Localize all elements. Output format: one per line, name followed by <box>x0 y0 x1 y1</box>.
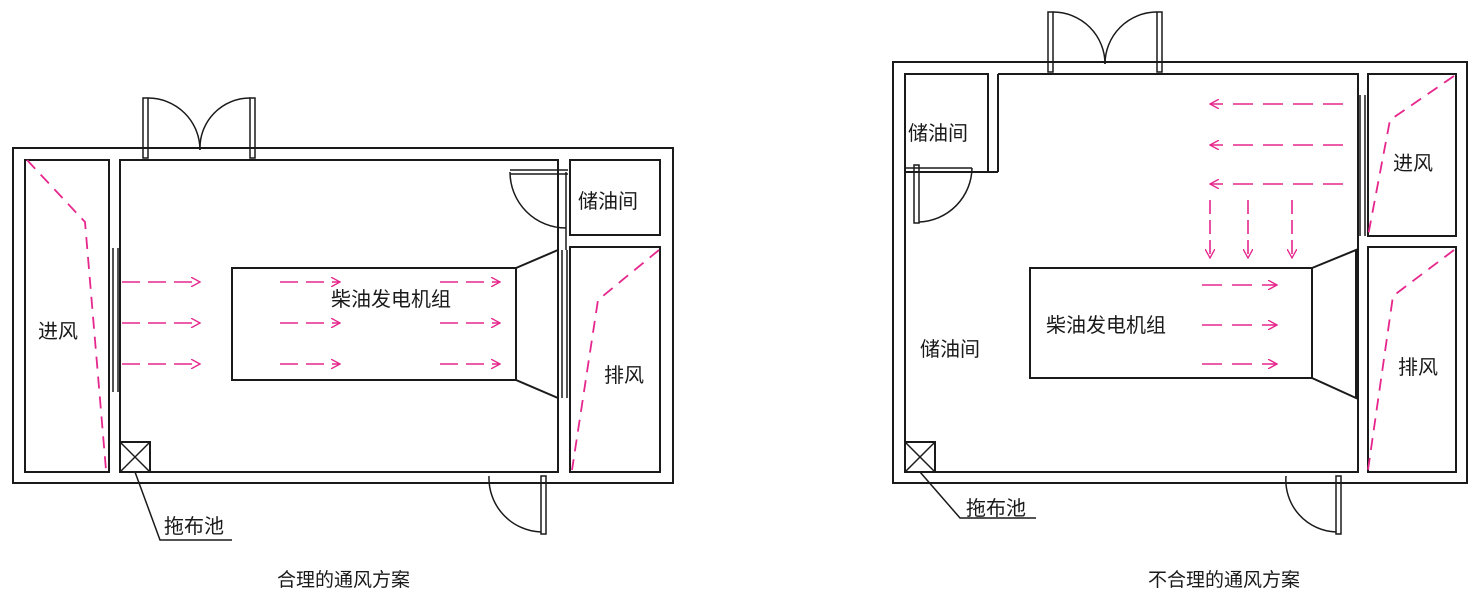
intake-shaft <box>1367 73 1457 237</box>
exhaust-flow-line <box>571 249 660 471</box>
exhaust-label: 排风 <box>1398 355 1438 379</box>
mop-sink <box>904 441 1036 519</box>
generator-body <box>1029 267 1313 379</box>
exhaust-flow-line <box>1367 249 1455 471</box>
exhaust-label: 排风 <box>604 363 644 387</box>
bottom-door <box>488 475 547 535</box>
generator-radiator <box>1311 248 1357 400</box>
oil-room-top-label: 储油间 <box>908 121 968 145</box>
machine-room-wall <box>119 159 559 473</box>
machine-room-wall <box>904 73 1359 473</box>
oil-room <box>569 159 661 236</box>
bottom-door <box>1285 475 1342 535</box>
oil-room-label: 储油间 <box>578 189 638 213</box>
intake-label: 进风 <box>1393 151 1433 175</box>
exhaust-shaft <box>1367 246 1457 473</box>
double-door <box>1047 11 1163 73</box>
outer-wall <box>892 61 1468 484</box>
double-door <box>142 97 256 159</box>
intake-shaft <box>24 159 110 473</box>
oil-room-main-label: 储油间 <box>920 337 980 361</box>
oil-room-door <box>905 164 973 224</box>
intake-flow-line <box>1367 75 1455 237</box>
mop-sink <box>119 441 232 541</box>
mop-sink-label: 拖布池 <box>164 514 224 538</box>
airflow-arrows <box>1202 104 1343 364</box>
left-caption: 合理的通风方案 <box>277 569 410 591</box>
generator-radiator <box>515 248 559 400</box>
airflow-arrows <box>122 282 500 364</box>
generator-label: 柴油发电机组 <box>1046 313 1166 337</box>
outer-wall <box>12 147 674 484</box>
exhaust-shaft <box>569 246 661 473</box>
generator-body <box>231 267 517 381</box>
right-caption: 不合理的通风方案 <box>1148 569 1300 591</box>
intake-flow-line <box>26 159 107 471</box>
intake-label: 进风 <box>38 319 78 343</box>
oil-room-door <box>509 169 568 250</box>
unreasonable-plan: 储油间 储油间 柴油发电机组 进风 排风 拖布池 不合理的通风方案 <box>892 11 1468 591</box>
mop-sink-label: 拖布池 <box>966 496 1026 520</box>
reasonable-plan: 进风 排风 储油间 柴油发电机组 拖布池 合理的通风方案 <box>12 97 674 591</box>
generator-label: 柴油发电机组 <box>331 287 451 311</box>
